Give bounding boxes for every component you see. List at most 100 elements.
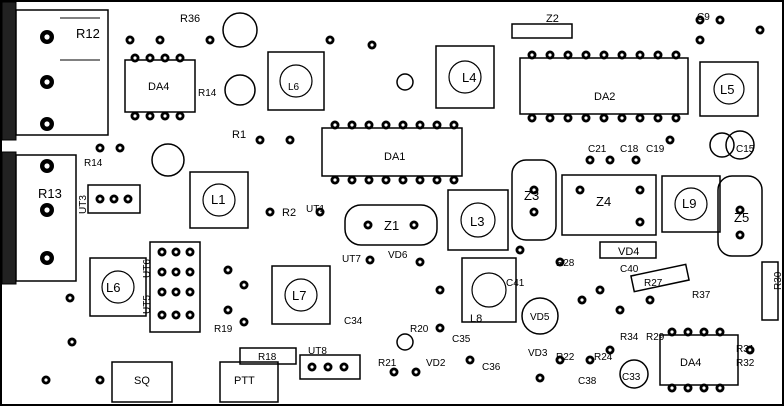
label-c9: C9 <box>697 12 710 23</box>
mount-hole-1 <box>396 73 414 91</box>
label-r20: R20 <box>410 324 429 335</box>
label-z2: Z2 <box>546 13 559 25</box>
label-r28: R28 <box>556 258 575 269</box>
coil-l6-bottom <box>89 257 147 317</box>
trimmer-c15 <box>709 132 735 158</box>
label-z1: Z1 <box>384 218 399 233</box>
resistor-r27 <box>630 263 690 293</box>
label-r2: R2 <box>282 207 296 219</box>
label-l6-bottom: L6 <box>106 280 120 295</box>
label-r14: R14 <box>84 158 103 169</box>
label-r37: R37 <box>692 290 711 301</box>
label-r21: R21 <box>378 358 397 369</box>
coil-l9 <box>661 175 721 233</box>
coil-l1 <box>189 171 249 229</box>
label-da4-bottom: DA4 <box>680 357 701 369</box>
crystal-z5 <box>717 175 763 257</box>
coil-l8 <box>461 257 517 323</box>
coil-l6-top <box>267 51 325 111</box>
label-ut8: UT8 <box>308 346 327 357</box>
diode-vd4 <box>599 241 657 259</box>
trimmer-r33 <box>619 359 649 389</box>
label-r29: R29 <box>646 332 665 343</box>
label-r36: R36 <box>180 13 200 25</box>
trimmer-c18 <box>725 130 755 160</box>
label-c19: C19 <box>646 144 665 155</box>
label-r27: R27 <box>644 278 663 289</box>
ic-da2 <box>519 57 689 115</box>
label-r13: R13 <box>38 186 62 201</box>
label-c38: C38 <box>578 376 597 387</box>
coil-l7 <box>271 265 331 325</box>
label-ut1: UT1 <box>306 204 325 215</box>
label-c35: C35 <box>452 334 471 345</box>
label-c40: C40 <box>620 264 639 275</box>
crystal-z3 <box>511 159 557 241</box>
label-r31: R31 <box>736 344 755 355</box>
switch-sq <box>111 361 173 403</box>
label-ut6: UT6 <box>142 259 153 278</box>
label-z4: Z4 <box>596 194 611 209</box>
connector-r12 <box>1 1 109 141</box>
label-da1: DA1 <box>384 151 405 163</box>
label-c21: C21 <box>588 144 607 155</box>
ic-da1 <box>321 127 463 177</box>
coil-l5 <box>699 61 759 117</box>
label-ptt: PTT <box>234 375 255 387</box>
coil-l3 <box>447 189 509 251</box>
label-r19: R19 <box>214 324 233 335</box>
resistor-r18 <box>239 347 297 365</box>
relay-z4 <box>561 174 657 236</box>
labels: R12 R36 Z2 C9 DA4 R14 L6 L4 DA2 L5 R1 DA… <box>38 12 784 387</box>
trimmer-r36 <box>222 12 258 48</box>
label-r32: R32 <box>736 358 755 369</box>
label-vd2: VD2 <box>426 358 446 369</box>
label-r18: R18 <box>258 352 277 363</box>
ic-da4-bottom <box>659 334 739 386</box>
label-l3: L3 <box>470 214 484 229</box>
label-vd5: VD5 <box>530 312 550 323</box>
label-l8: L8 <box>470 313 482 325</box>
header-ut8 <box>299 354 361 380</box>
label-r1: R1 <box>232 129 246 141</box>
label-ut3: UT3 <box>78 195 89 214</box>
transistor-array-ut5-ut6 <box>149 241 201 333</box>
label-r14-top: R14 <box>198 88 217 99</box>
resistor-z2 <box>511 23 573 39</box>
mount-hole-2 <box>396 333 414 351</box>
label-vd4: VD4 <box>618 246 639 258</box>
label-c33: C33 <box>622 372 641 383</box>
label-z3: Z3 <box>524 188 539 203</box>
connector-r13 <box>1 151 77 285</box>
label-r34: R34 <box>620 332 639 343</box>
trimmer-r14-top <box>224 74 256 106</box>
label-r12: R12 <box>76 26 100 41</box>
label-l4: L4 <box>462 70 476 85</box>
label-l5: L5 <box>720 82 734 97</box>
switch-ptt <box>219 361 279 403</box>
label-z5: Z5 <box>734 210 749 225</box>
coil-l4 <box>435 45 495 109</box>
label-sq: SQ <box>134 375 150 387</box>
label-vd3: VD3 <box>528 348 548 359</box>
label-da4-top: DA4 <box>148 81 169 93</box>
label-c34: C34 <box>344 316 363 327</box>
label-r22: R22 <box>556 352 575 363</box>
crystal-z1 <box>344 204 438 246</box>
label-l7: L7 <box>292 288 306 303</box>
label-l9: L9 <box>682 196 696 211</box>
label-c36: C36 <box>482 362 501 373</box>
label-c41: C41 <box>506 278 525 289</box>
label-r30: R30 <box>773 271 784 290</box>
transistor-vd5 <box>521 297 559 335</box>
label-da2: DA2 <box>594 91 615 103</box>
label-l1: L1 <box>211 192 225 207</box>
label-ut7: UT7 <box>342 254 361 265</box>
label-c18: C18 <box>620 144 639 155</box>
label-vd6: VD6 <box>388 250 408 261</box>
header-ut3 <box>87 184 141 214</box>
label-l6-top: L6 <box>288 82 300 93</box>
resistor-r30 <box>761 261 779 321</box>
